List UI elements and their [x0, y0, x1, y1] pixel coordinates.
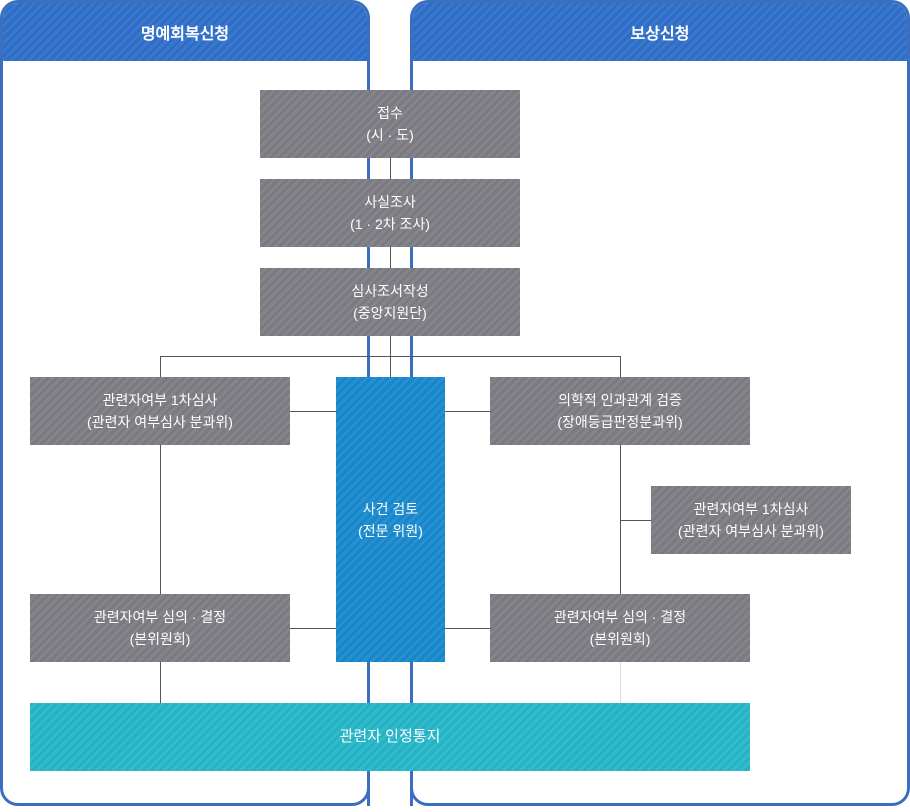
step-right-decision: 관련자여부 심의 · 결정 (본위원회)	[490, 594, 750, 662]
step-title: 의학적 인과관계 검증	[558, 392, 682, 408]
connector-line	[445, 411, 490, 412]
step-left-first-review: 관련자여부 1차심사 (관련자 여부심사 분과위)	[30, 377, 290, 445]
step-title: 사실조사	[364, 194, 416, 210]
step-title: 심사조서작성	[351, 283, 429, 299]
connector-line	[620, 356, 621, 377]
panel-border	[367, 771, 370, 806]
step-reception: 접수 (시 · 도)	[260, 90, 520, 158]
panel-border	[410, 771, 413, 806]
connector-line	[160, 662, 161, 703]
step-title: 관련자 인정통지	[339, 728, 441, 745]
right-panel-title: 보상신청	[413, 3, 907, 61]
step-title: 관련자여부 심의 · 결정	[93, 609, 227, 625]
connector-line	[445, 628, 490, 629]
step-subtitle: (관련자 여부심사 분과위)	[87, 414, 233, 430]
step-subtitle: (전문 위원)	[358, 522, 423, 539]
connector-line	[390, 356, 391, 377]
step-subtitle: (중앙지원단)	[353, 305, 427, 321]
step-notice: 관련자 인정통지	[30, 703, 750, 771]
step-title: 관련자여부 심의 · 결정	[553, 609, 687, 625]
step-medical-verification: 의학적 인과관계 검증 (장애등급판정분과위)	[490, 377, 750, 445]
step-title: 사건 검토	[362, 500, 419, 517]
step-title: 관련자여부 1차심사	[102, 392, 218, 408]
panel-border	[410, 662, 413, 703]
step-subtitle: (본위원회)	[589, 631, 651, 647]
connector-line	[160, 445, 161, 594]
left-panel-title: 명예회복신청	[3, 3, 367, 61]
connector-line	[290, 411, 336, 412]
connector-line	[620, 445, 621, 594]
step-subtitle: (시 · 도)	[366, 127, 414, 143]
connector-line	[160, 356, 161, 377]
step-case-review: 사건 검토 (전문 위원)	[336, 377, 445, 662]
step-title: 관련자여부 1차심사	[693, 501, 809, 517]
step-subtitle: (장애등급판정분과위)	[557, 414, 683, 430]
connector-line	[290, 628, 336, 629]
step-left-decision: 관련자여부 심의 · 결정 (본위원회)	[30, 594, 290, 662]
step-right-first-review: 관련자여부 1차심사 (관련자 여부심사 분과위)	[651, 486, 851, 554]
step-subtitle: (1 · 2차 조사)	[350, 216, 430, 232]
connector-line	[620, 662, 621, 703]
step-fact-check: 사실조사 (1 · 2차 조사)	[260, 179, 520, 247]
connector-line	[390, 336, 391, 356]
connector-line	[390, 158, 391, 179]
panel-border	[367, 662, 370, 703]
step-title: 접수	[377, 105, 403, 121]
step-subtitle: (관련자 여부심사 분과위)	[678, 523, 824, 539]
step-review-document: 심사조서작성 (중앙지원단)	[260, 268, 520, 336]
step-subtitle: (본위원회)	[129, 631, 191, 647]
connector-line	[390, 247, 391, 268]
connector-line	[620, 520, 651, 521]
